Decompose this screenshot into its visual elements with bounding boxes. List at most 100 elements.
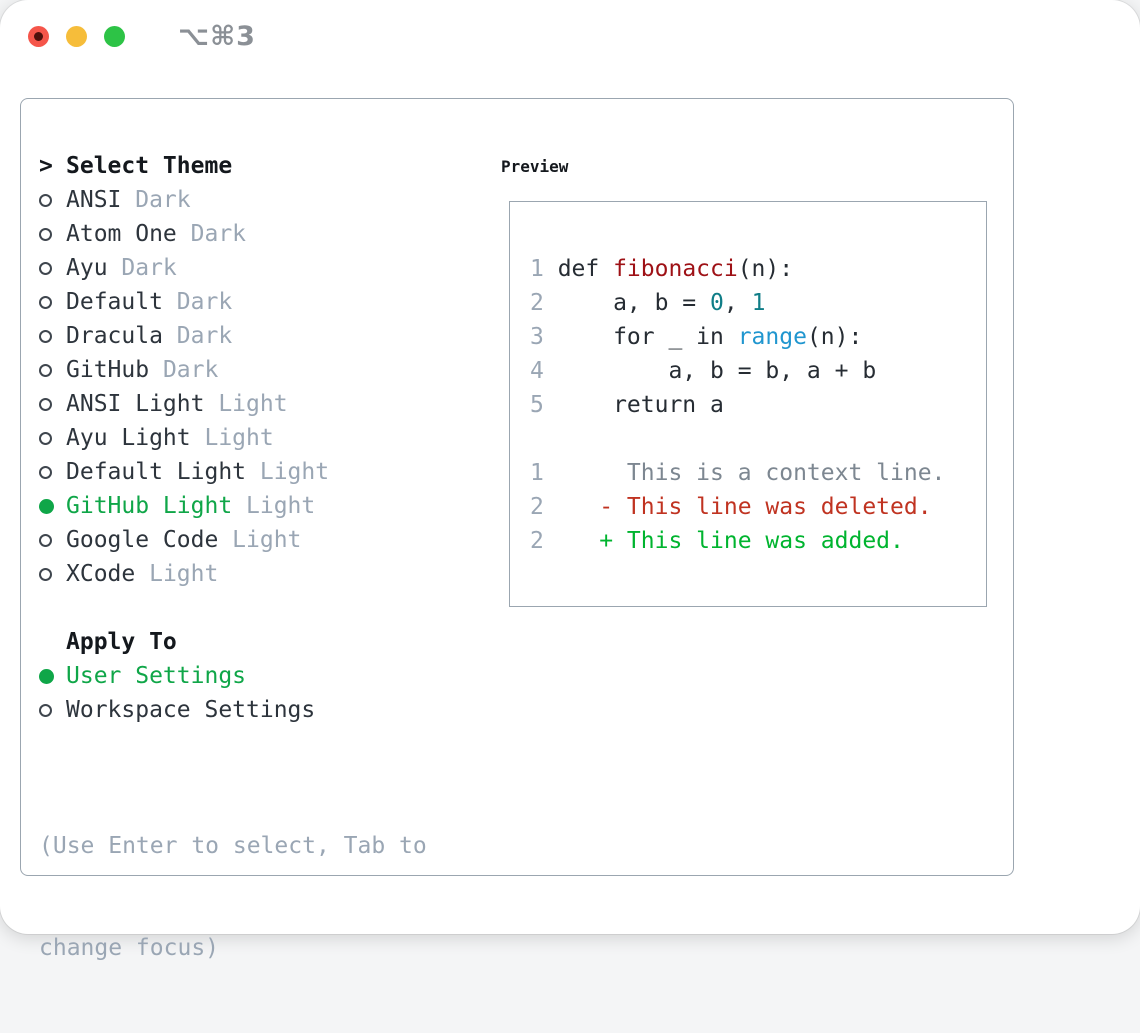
close-button[interactable]: [28, 26, 49, 47]
spacer: [39, 591, 489, 625]
apply-to-options: User Settings Workspace Settings: [39, 659, 489, 727]
code-token: fibonacci: [613, 256, 738, 282]
apply-to-title: Apply To: [66, 629, 177, 655]
code-preview: 1 def fibonacci(n): 2 a, b = 0, 1 3 for …: [530, 252, 986, 422]
spacer: [530, 422, 986, 456]
app-window: ⌥⌘3 > Select Theme ANSI Dark Atom One Da…: [0, 0, 1140, 934]
theme-variant: Light: [218, 391, 287, 417]
line-number: 1: [530, 460, 544, 486]
line-number: 2: [530, 528, 544, 554]
apply-to-option[interactable]: Workspace Settings: [39, 693, 489, 727]
radio-icon: [39, 704, 66, 717]
theme-variant: Dark: [121, 255, 176, 281]
theme-option[interactable]: Default Light Light: [39, 455, 489, 489]
code-line: 5 return a: [530, 388, 986, 422]
code-token: for _ in: [558, 324, 738, 350]
code-token: + This line was added.: [558, 528, 904, 554]
spacer: [39, 727, 489, 761]
theme-variant: Light: [260, 459, 329, 485]
line-number: 2: [530, 290, 544, 316]
theme-option[interactable]: GitHub Dark: [39, 353, 489, 387]
close-dot-icon: [34, 32, 43, 41]
radio-icon: [39, 568, 66, 581]
preview-box: 1 def fibonacci(n): 2 a, b = 0, 1 3 for …: [509, 201, 987, 607]
theme-name: GitHub Light: [66, 493, 232, 519]
line-number: 4: [530, 358, 544, 384]
theme-option[interactable]: Atom One Dark: [39, 217, 489, 251]
theme-name: Ayu: [66, 255, 108, 281]
theme-option[interactable]: Default Dark: [39, 285, 489, 319]
theme-name: GitHub: [66, 357, 149, 383]
radio-icon: [39, 262, 66, 275]
theme-name: ANSI: [66, 187, 121, 213]
theme-option[interactable]: XCode Light: [39, 557, 489, 591]
theme-variant: Light: [232, 527, 301, 553]
hint-line-1: (Use Enter to select, Tab to: [39, 829, 489, 863]
titlebar: ⌥⌘3: [28, 26, 256, 47]
code-token: ,: [724, 290, 752, 316]
line-number: 5: [530, 392, 544, 418]
theme-option[interactable]: Ayu Dark: [39, 251, 489, 285]
zoom-button[interactable]: [104, 26, 125, 47]
theme-name: Ayu Light: [66, 425, 191, 451]
theme-name: Google Code: [66, 527, 218, 553]
preview-title: Preview: [501, 157, 568, 176]
apply-to-header: Apply To: [39, 625, 489, 659]
diff-preview: 1 This is a context line. 2 - This line …: [530, 456, 986, 558]
theme-option[interactable]: Ayu Light Light: [39, 421, 489, 455]
theme-name: Atom One: [66, 221, 177, 247]
theme-picker-panel: > Select Theme ANSI Dark Atom One Dark A…: [20, 98, 1014, 876]
radio-icon: [39, 330, 66, 343]
theme-name: Dracula: [66, 323, 163, 349]
prompt-caret-icon: >: [39, 153, 66, 179]
theme-name: XCode: [66, 561, 135, 587]
line-number: 3: [530, 324, 544, 350]
diff-line: 2 + This line was added.: [530, 524, 986, 558]
code-line: 1 def fibonacci(n):: [530, 252, 986, 286]
theme-option[interactable]: Dracula Dark: [39, 319, 489, 353]
theme-option[interactable]: ANSI Dark: [39, 183, 489, 217]
code-token: return a: [558, 392, 724, 418]
theme-options: ANSI Dark Atom One Dark Ayu Dark Default…: [39, 183, 489, 591]
radio-icon: [39, 432, 66, 445]
minimize-button[interactable]: [66, 26, 87, 47]
code-line: 3 for _ in range(n):: [530, 320, 986, 354]
select-theme-header: > Select Theme: [39, 149, 489, 183]
diff-line: 2 - This line was deleted.: [530, 490, 986, 524]
radio-icon: [39, 398, 66, 411]
radio-icon: [39, 194, 66, 207]
apply-to-option[interactable]: User Settings: [39, 659, 489, 693]
radio-icon: [39, 364, 66, 377]
preview-header: Preview: [501, 149, 568, 183]
code-token: 1: [752, 290, 766, 316]
radio-icon: [39, 296, 66, 309]
theme-option[interactable]: Google Code Light: [39, 523, 489, 557]
code-token: This is a context line.: [558, 460, 946, 486]
theme-list-column: > Select Theme ANSI Dark Atom One Dark A…: [39, 149, 489, 1033]
radio-icon: [39, 669, 66, 684]
code-token: (n):: [807, 324, 862, 350]
radio-icon: [39, 466, 66, 479]
theme-name: ANSI Light: [66, 391, 204, 417]
code-token: def: [558, 256, 613, 282]
code-line: 4 a, b = b, a + b: [530, 354, 986, 388]
line-number: 2: [530, 494, 544, 520]
code-token: - This line was deleted.: [558, 494, 932, 520]
radio-icon: [39, 499, 66, 514]
code-token: range: [738, 324, 807, 350]
diff-line: 1 This is a context line.: [530, 456, 986, 490]
window-title: ⌥⌘3: [178, 26, 256, 47]
theme-variant: Dark: [135, 187, 190, 213]
theme-option[interactable]: ANSI Light Light: [39, 387, 489, 421]
hint-line-2: change focus): [39, 931, 489, 965]
theme-option[interactable]: GitHub Light Light: [39, 489, 489, 523]
radio-icon: [39, 228, 66, 241]
theme-variant: Light: [246, 493, 315, 519]
code-token: (n):: [738, 256, 793, 282]
theme-variant: Dark: [191, 221, 246, 247]
apply-to-label: Workspace Settings: [66, 697, 315, 723]
radio-icon: [39, 534, 66, 547]
theme-name: Default: [66, 289, 163, 315]
code-token: a, b =: [558, 290, 710, 316]
theme-variant: Dark: [177, 289, 232, 315]
